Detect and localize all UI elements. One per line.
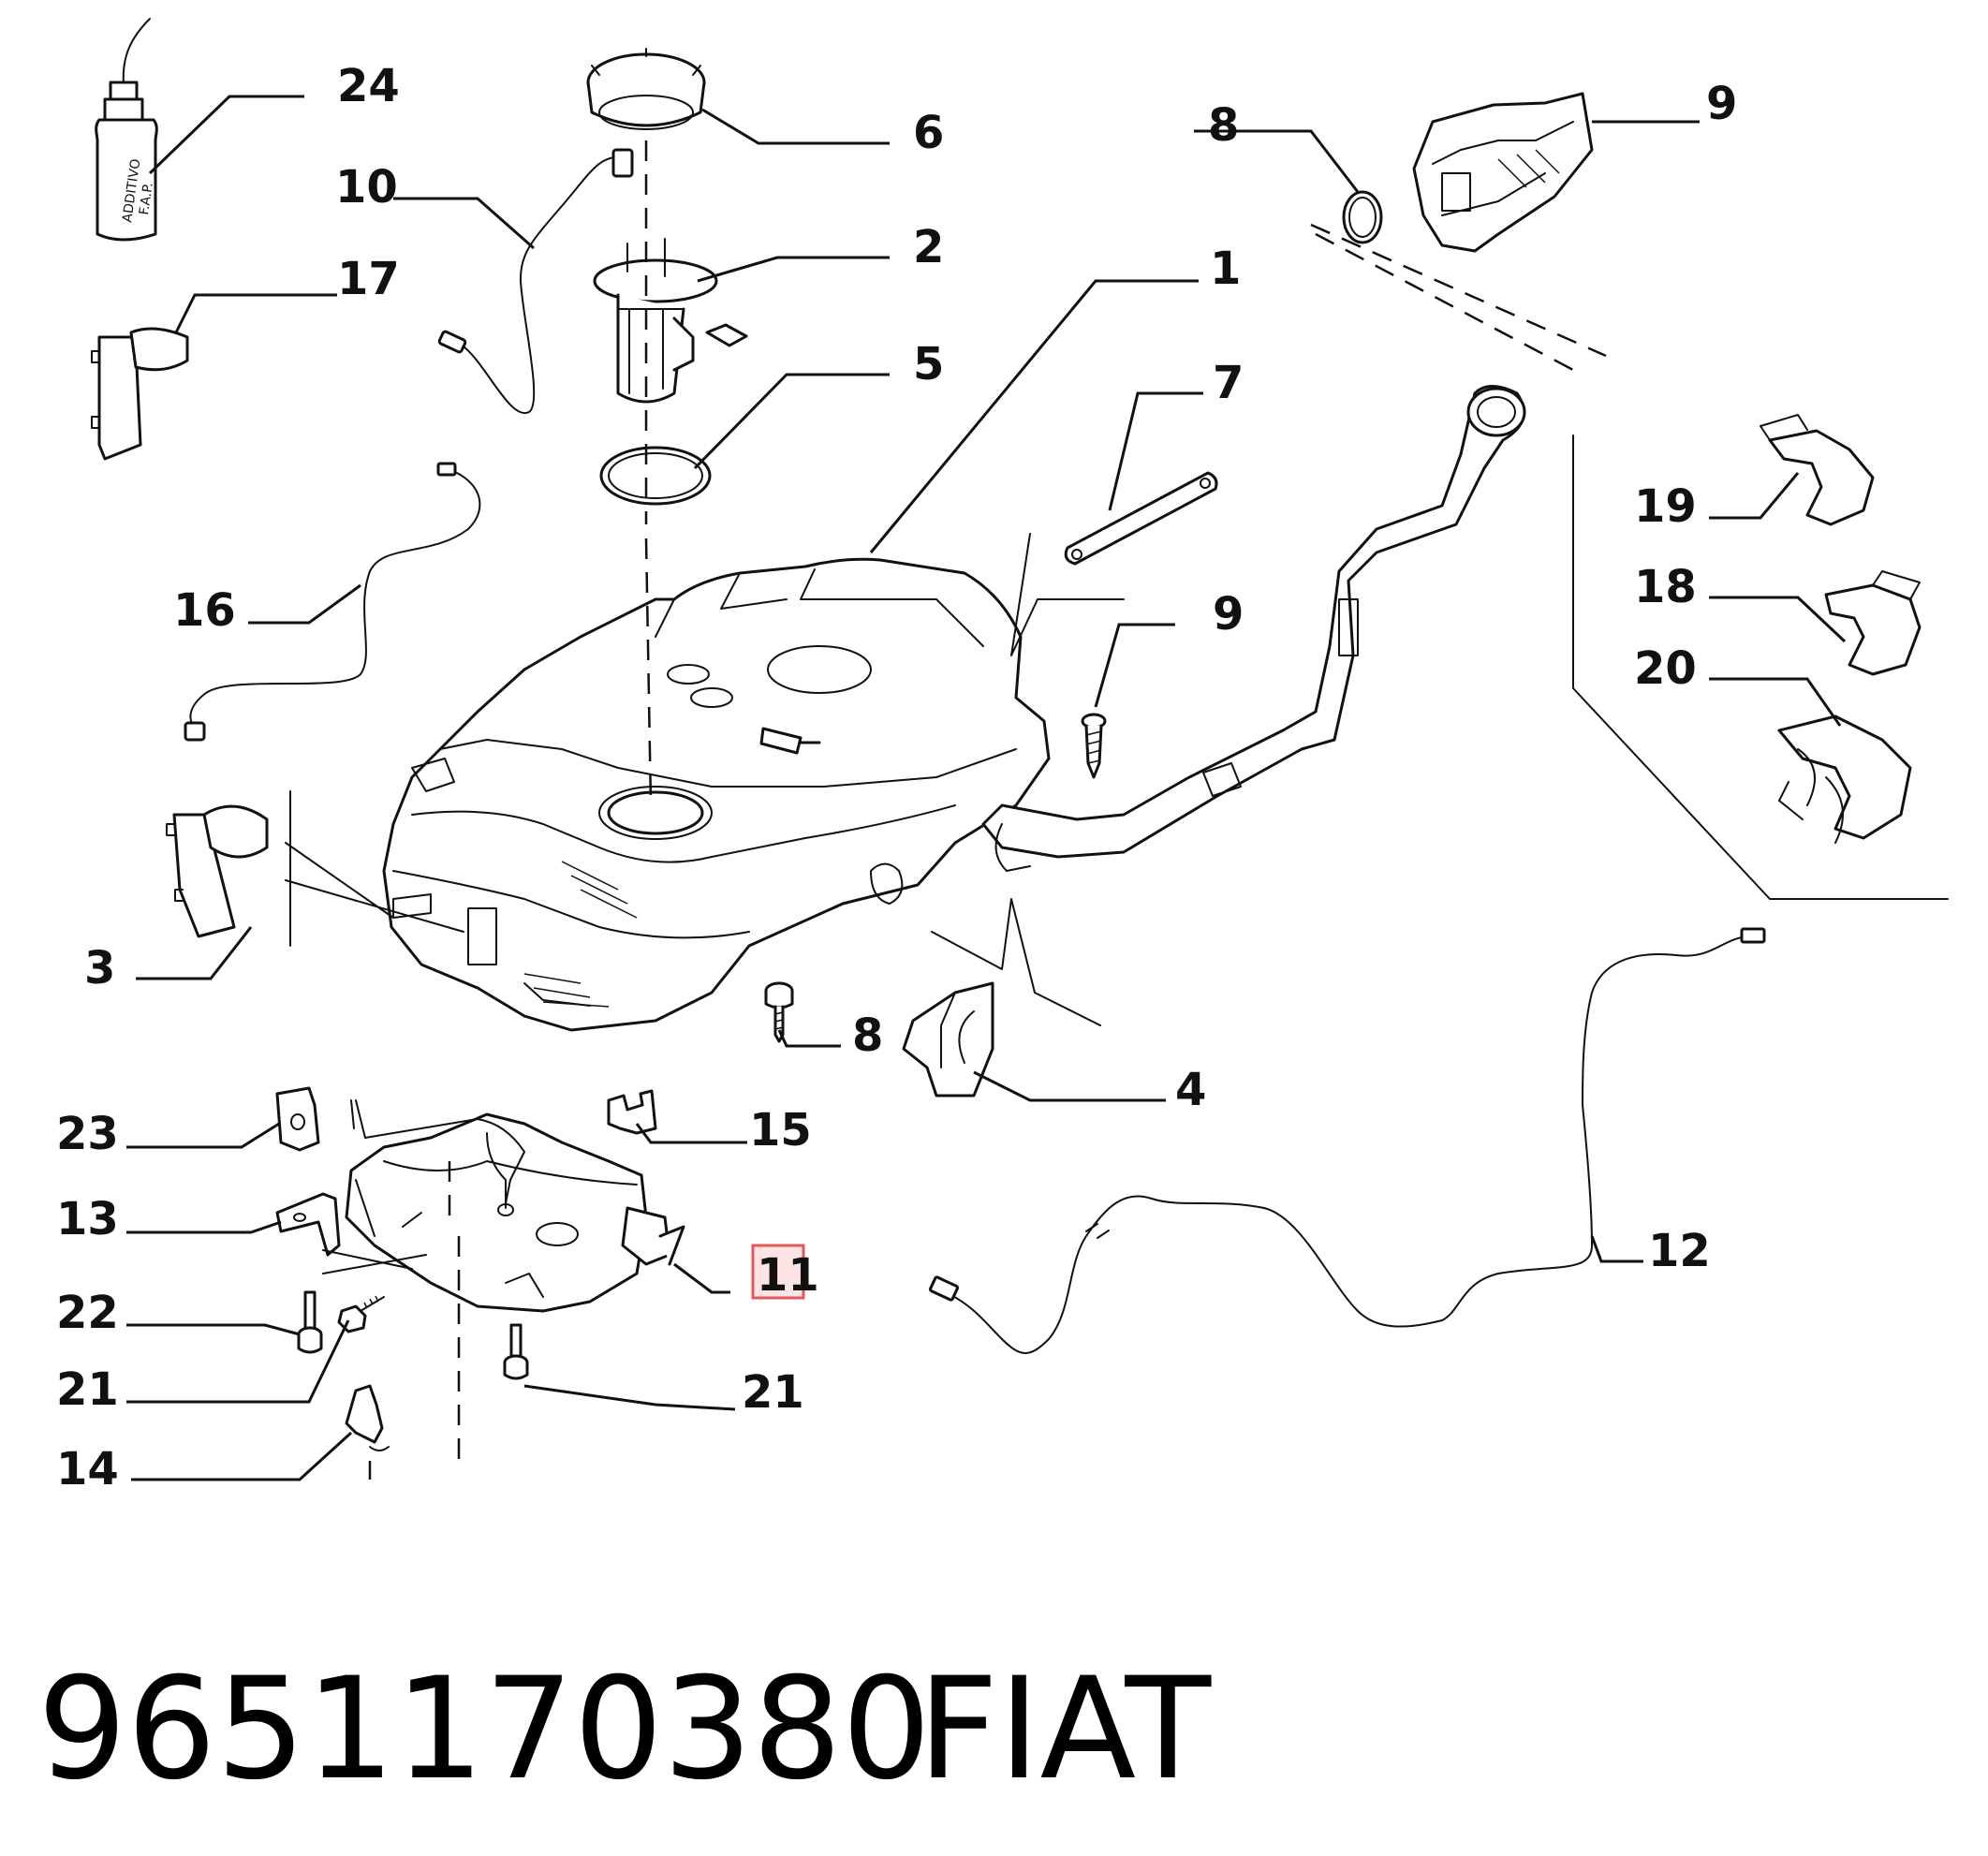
callout-23: 23 [56, 1108, 119, 1160]
footer-brand: FIAT [918, 1648, 1212, 1811]
callout-1: 1 [1210, 243, 1241, 295]
part-1-fuel-tank [382, 557, 1051, 1032]
callout-3: 3 [84, 942, 115, 994]
part-20-clip [1777, 714, 1912, 844]
callout-11-highlight [751, 1244, 805, 1300]
callout-22: 22 [56, 1287, 119, 1339]
part-7-strap [1064, 471, 1218, 566]
part-11-canister [345, 1099, 685, 1313]
part-3-bracket [166, 804, 269, 938]
footer-part-number: 9651170380 [37, 1648, 931, 1811]
callout-18: 18 [1634, 561, 1697, 613]
callout-9-housing: 9 [1706, 78, 1737, 130]
part-18-clip [1824, 570, 1922, 676]
part-2-fuel-pump [593, 238, 748, 404]
callout-17: 17 [337, 253, 400, 305]
callout-12: 12 [1648, 1225, 1711, 1277]
callout-9-screw: 9 [1213, 588, 1244, 641]
callout-labels: 24 6 10 2 1 17 5 7 9 8 9 19 18 20 16 3 8… [56, 60, 1737, 1495]
part-10-pump-harness [437, 148, 634, 415]
callout-19: 19 [1634, 480, 1697, 533]
callout-2: 2 [913, 221, 944, 273]
callout-16: 16 [173, 584, 236, 637]
part-8-o-ring [1342, 190, 1383, 244]
part-9-screw [1081, 713, 1107, 779]
part-16-sensor-harness [184, 462, 481, 742]
callout-10: 10 [335, 161, 398, 214]
callout-24: 24 [337, 60, 400, 112]
callout-13: 13 [56, 1193, 119, 1245]
callout-4: 4 [1175, 1064, 1206, 1116]
callout-7: 7 [1213, 357, 1244, 409]
part-6-lock-ring [586, 48, 706, 130]
part-14-bracket [345, 1384, 390, 1451]
callout-5: 5 [913, 338, 944, 390]
part-13-bracket [275, 1192, 341, 1257]
callout-14: 14 [56, 1443, 119, 1495]
part-23-clip [275, 1086, 320, 1152]
callout-8-bolt: 8 [852, 1009, 883, 1062]
callout-21-left: 21 [56, 1363, 119, 1416]
callout-6: 6 [913, 107, 944, 159]
callout-11: 11 [757, 1249, 819, 1302]
part-22-bolt [297, 1290, 323, 1354]
callout-21-right: 21 [742, 1366, 804, 1419]
part-15-bracket [607, 1089, 657, 1135]
bottle-label-line2: F.A.P. [137, 182, 156, 216]
part-19-clip [1760, 414, 1875, 526]
part-5-seal-ring [599, 446, 712, 506]
callout-15: 15 [749, 1104, 812, 1156]
assembly-guide-lines [285, 140, 1949, 1480]
part-24-additive-bottle: ADDITIVO F.A.P. [95, 18, 158, 242]
part-9-filler-housing [1412, 92, 1594, 253]
part-21-bolt-right [503, 1323, 529, 1380]
filler-neck-pipe [981, 385, 1526, 872]
part-17-bracket [91, 327, 189, 461]
callout-20: 20 [1634, 642, 1697, 695]
part-4-clip [902, 981, 994, 1097]
leader-lines [126, 95, 1847, 1481]
callout-8-o-ring: 8 [1208, 99, 1239, 152]
part-12-harness [928, 927, 1766, 1354]
